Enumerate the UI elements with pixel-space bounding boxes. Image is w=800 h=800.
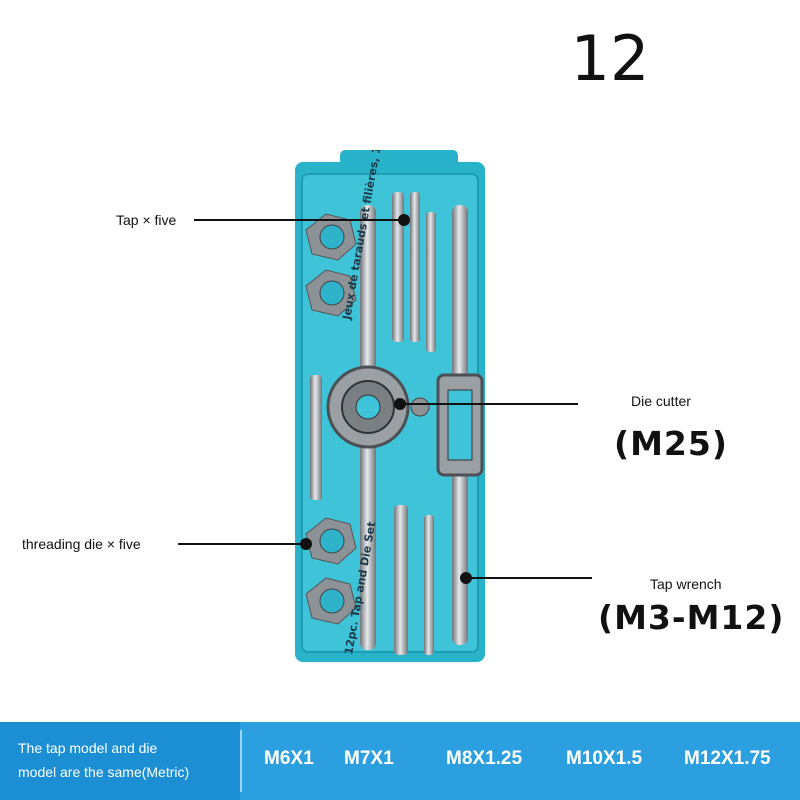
- callout-tap-wrench-size: (M3-M12): [598, 598, 785, 637]
- size-m7x1: M7X1: [344, 748, 394, 769]
- tap-1: [392, 192, 404, 342]
- tap-3: [426, 212, 436, 352]
- tap-5: [424, 515, 434, 655]
- callout-tap-wrench-label: Tap wrench: [650, 576, 722, 592]
- footer-description-panel: [0, 722, 240, 800]
- tap-and-die-set-photo: Jeux de tarauds et filières, 12pcs. 12pc…: [295, 150, 485, 662]
- size-m12x1-75: M12X1.75: [684, 748, 771, 769]
- tap-small-left: [310, 375, 322, 500]
- callout-tap-wrench-line: [466, 577, 592, 579]
- callout-threading-die-label: threading die × five: [22, 536, 141, 552]
- callout-die-cutter-line: [400, 403, 578, 405]
- callout-tap-dot: [398, 214, 410, 226]
- footer-separator: [240, 730, 242, 792]
- callout-die-cutter-label: Die cutter: [631, 393, 691, 409]
- footer-description: The tap model and die model are the same…: [18, 736, 238, 784]
- callout-tap-label: Tap × five: [116, 212, 177, 228]
- callout-tap-line: [194, 219, 404, 221]
- piece-count: 12: [570, 22, 650, 95]
- footer-description-line-1: The tap model and die: [18, 740, 158, 756]
- callout-threading-die-dot: [300, 538, 312, 550]
- size-m6x1: M6X1: [264, 748, 314, 769]
- callout-threading-die-line: [178, 543, 306, 545]
- footer-bar: The tap model and die model are the same…: [0, 722, 800, 800]
- size-m8x1-25: M8X1.25: [446, 748, 523, 769]
- footer-description-line-2: model are the same(Metric): [18, 764, 190, 780]
- callout-die-cutter-size: (M25): [614, 424, 728, 463]
- size-m10x1-5: M10X1.5: [566, 748, 643, 769]
- tap-4: [394, 505, 408, 655]
- tap-2: [410, 192, 420, 342]
